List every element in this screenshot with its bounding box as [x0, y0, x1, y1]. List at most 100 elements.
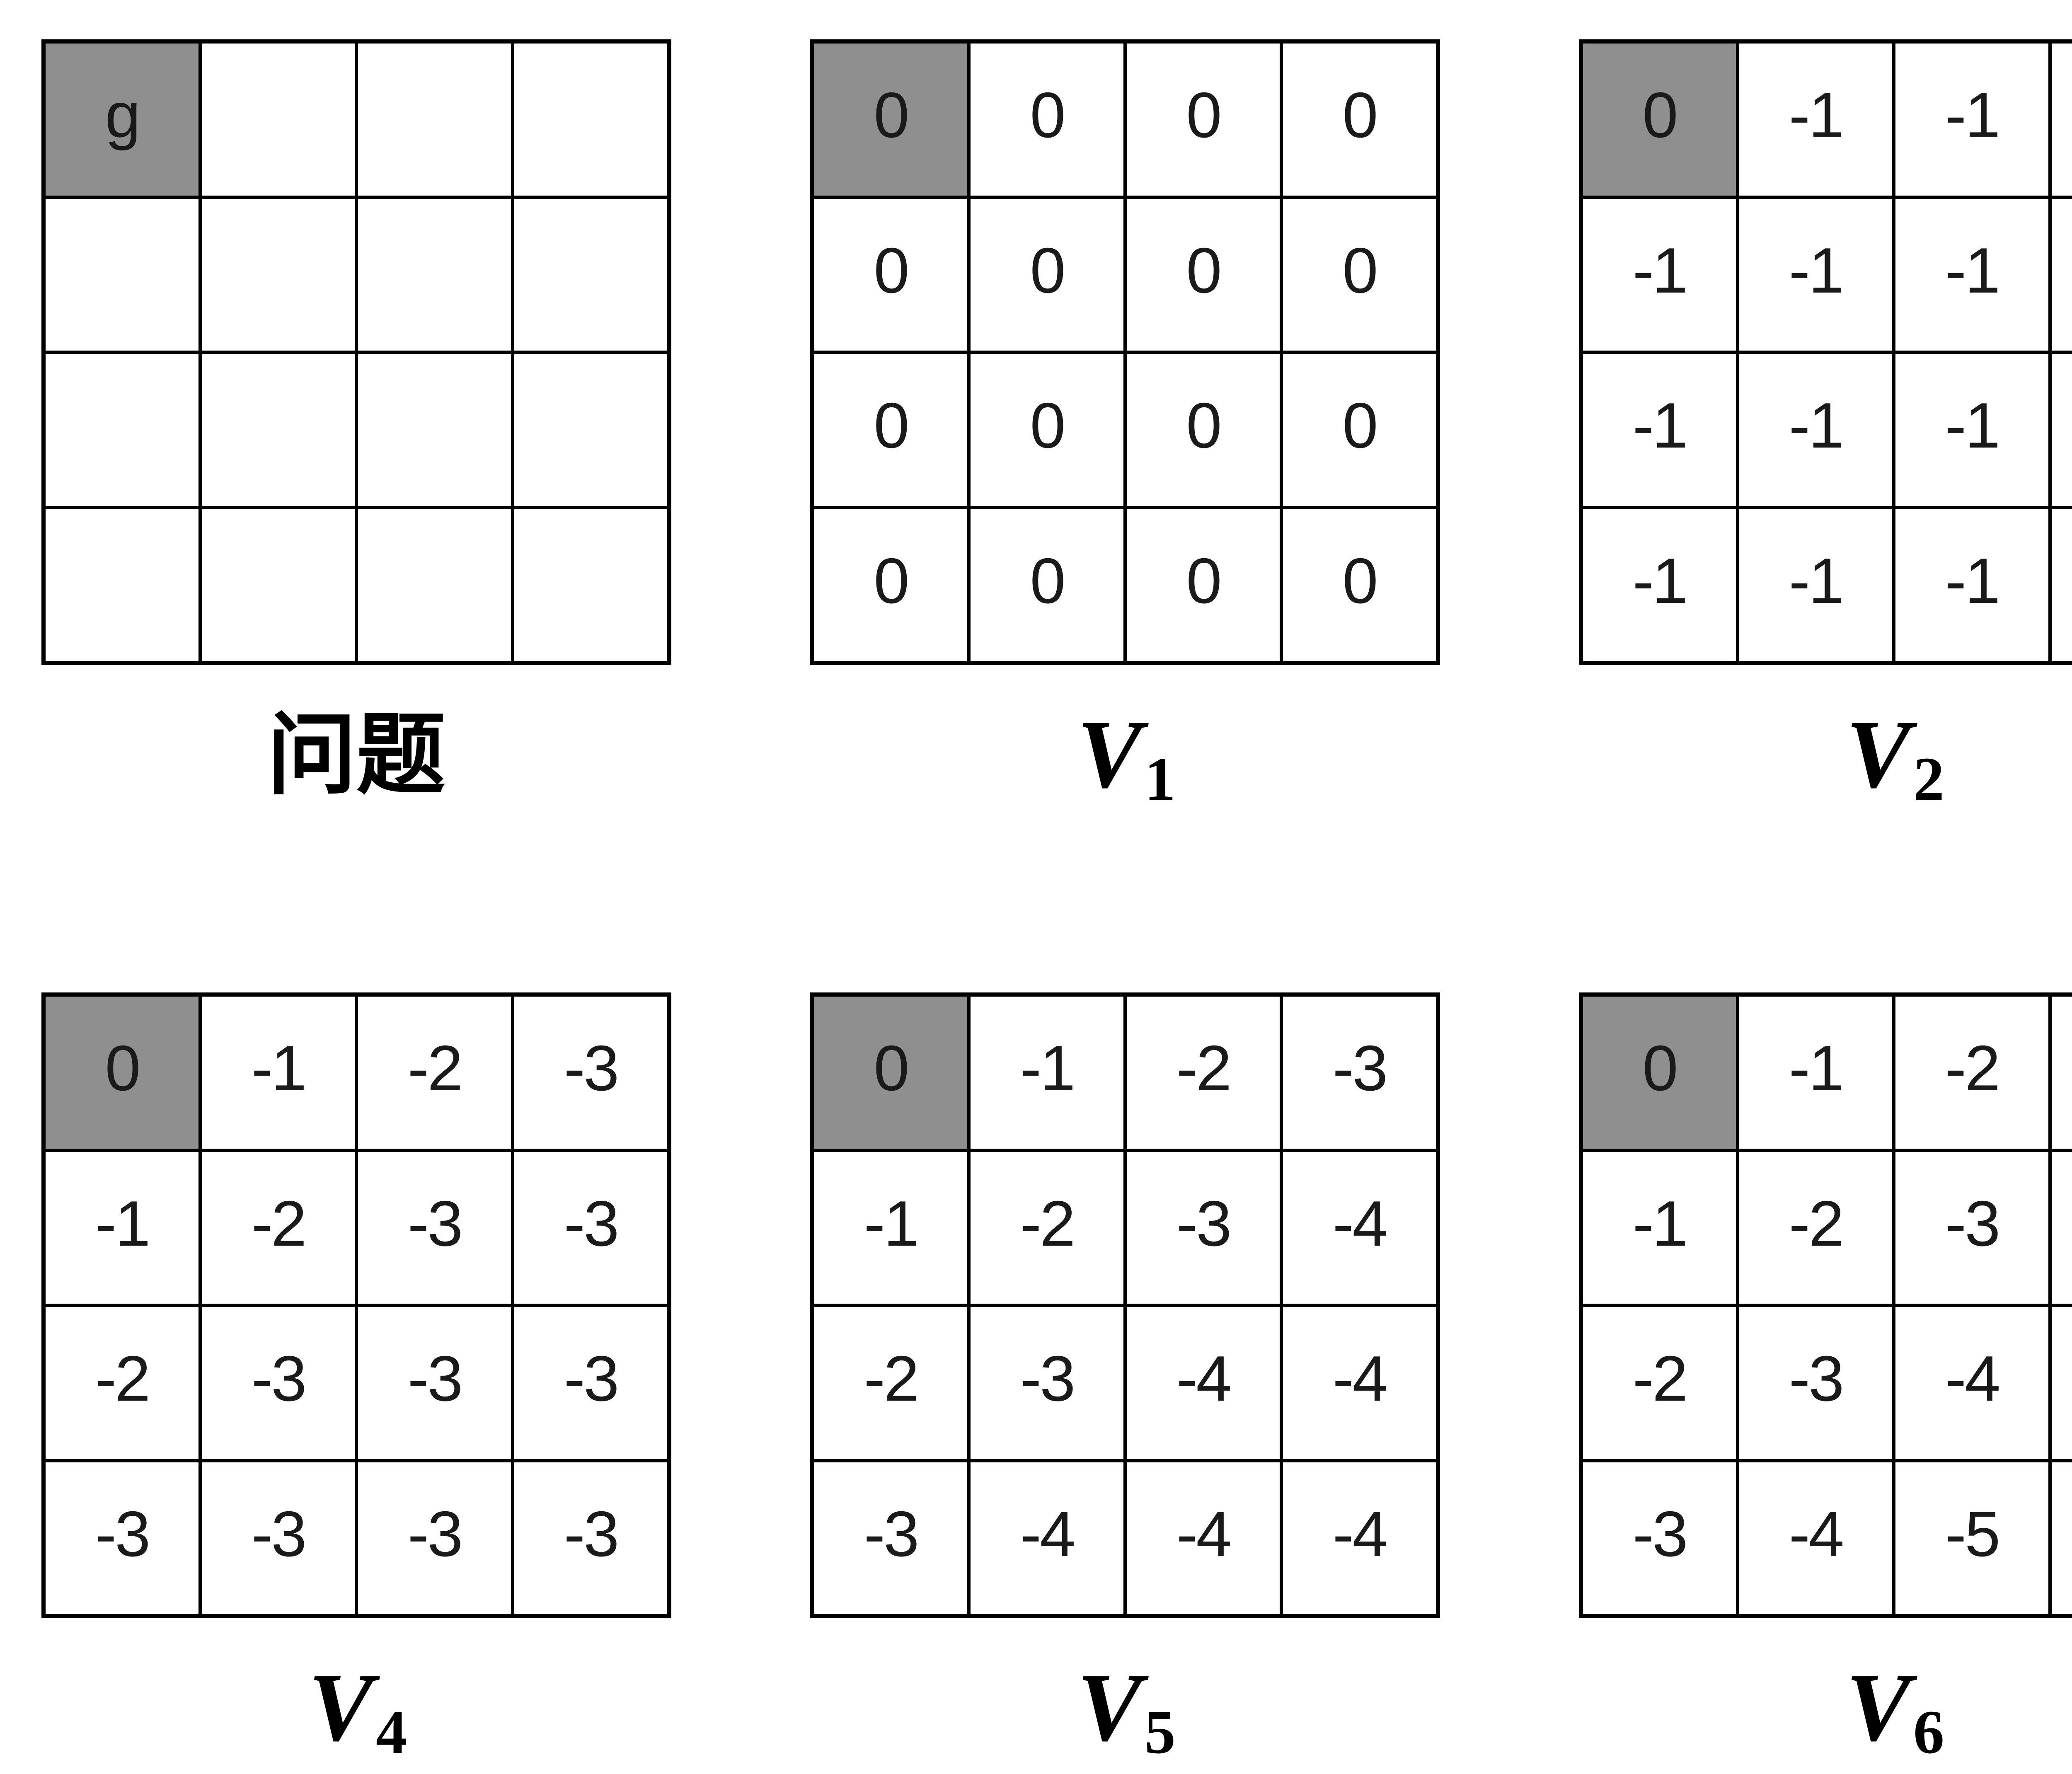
grid-cell: -2 [46, 1307, 198, 1459]
grid-cell: -3 [358, 1307, 511, 1459]
grid-block-problem: g 问题 [41, 39, 671, 814]
cell-value: -2 [251, 1187, 307, 1259]
cell-value: g [105, 79, 140, 151]
cell-value: -3 [407, 1343, 463, 1415]
grid-cell: -2 [358, 997, 511, 1149]
cell-value: -1 [95, 1187, 151, 1259]
cell-value: -1 [1789, 234, 1844, 306]
grid-cell: -1 [1895, 509, 2048, 661]
cell-value: 0 [874, 390, 909, 462]
cell-value: -1 [1632, 390, 1688, 462]
v5-grid: 0-1-2-3-1-2-3-4-2-3-4-4-3-4-4-4 [810, 992, 1440, 1618]
grid-cell: -1 [1895, 198, 2048, 351]
grid-cell: -3 [971, 1307, 1123, 1459]
grid-cell: -3 [2052, 997, 2072, 1149]
grid-cell: 0 [814, 198, 967, 351]
grid-cell: -1 [1583, 198, 1736, 351]
grid-cell: -4 [1127, 1462, 1280, 1614]
cell-value: -3 [564, 1032, 620, 1104]
cell-value: 0 [1186, 79, 1222, 151]
goal-cell: 0 [1583, 44, 1736, 196]
grid-cell [514, 44, 667, 196]
cell-value: 0 [1642, 79, 1678, 151]
label-subscript: 2 [1913, 745, 1944, 813]
cell-value: 0 [1186, 234, 1222, 306]
grid-cell [46, 509, 198, 661]
grid-cell [46, 198, 198, 351]
cell-value: 0 [1030, 79, 1065, 151]
grid-cell: -2 [1739, 1152, 1892, 1304]
cell-value: -2 [1789, 1187, 1844, 1259]
cell-value: -1 [1945, 545, 2001, 617]
grid-cell: -2 [1127, 997, 1280, 1149]
cell-value: 0 [1342, 79, 1378, 151]
grid-cell: -1 [2052, 354, 2072, 506]
cell-value: 0 [1030, 390, 1065, 462]
grid-cell: -5 [1895, 1462, 2048, 1614]
cell-value: -3 [407, 1187, 463, 1259]
grid-cell: -2 [1583, 1307, 1736, 1459]
cell-value: 0 [1186, 390, 1222, 462]
grid-cell: 0 [1283, 44, 1436, 196]
grid-cell: -3 [514, 997, 667, 1149]
cell-value: -2 [1632, 1343, 1688, 1415]
cell-value: -1 [1789, 545, 1844, 617]
grid-cell: -1 [1739, 354, 1892, 506]
grid-cell: -1 [1739, 44, 1892, 196]
grid-cell: -5 [2052, 1307, 2072, 1459]
grid-cell: 0 [971, 509, 1123, 661]
cell-value: -4 [1789, 1498, 1844, 1570]
problem-grid-label: 问题 [267, 702, 445, 807]
grid-cell: -3 [814, 1462, 967, 1614]
grid-cell: 0 [1127, 509, 1280, 661]
cell-value: -3 [1632, 1498, 1688, 1570]
cell-value: 0 [1642, 1032, 1678, 1104]
cell-value: -1 [1632, 1187, 1688, 1259]
cell-value: -1 [1789, 79, 1844, 151]
cell-value: -4 [1332, 1498, 1388, 1570]
grid-cell: -1 [814, 1152, 967, 1304]
cell-value: -3 [251, 1498, 307, 1570]
goal-cell: 0 [814, 997, 967, 1149]
grid-cell: -1 [1739, 198, 1892, 351]
v4-grid: 0-1-2-3-1-2-3-3-2-3-3-3-3-3-3-3 [41, 992, 671, 1618]
cell-value: 0 [1186, 545, 1222, 617]
label-subscript: 1 [1144, 745, 1176, 813]
grid-cell: -1 [1895, 44, 2048, 196]
grid-cell: -4 [1895, 1307, 2048, 1459]
cell-value: -1 [1789, 1032, 1844, 1104]
cell-value: -4 [1332, 1343, 1388, 1415]
cell-value: -3 [1332, 1032, 1388, 1104]
cell-value: -5 [1945, 1498, 2001, 1570]
grid-cell: -1 [1895, 354, 2048, 506]
label-symbol: V [1077, 700, 1142, 808]
cell-value: -3 [564, 1187, 620, 1259]
cell-value: -3 [407, 1498, 463, 1570]
cell-value: -1 [1789, 390, 1844, 462]
grid-cell: -3 [202, 1307, 355, 1459]
cell-value: -1 [1632, 545, 1688, 617]
cell-value: 0 [105, 1032, 140, 1104]
cell-value: -4 [1332, 1187, 1388, 1259]
grid-cell: -1 [2052, 44, 2072, 196]
cell-value: -1 [1945, 234, 2001, 306]
grid-cell [358, 354, 511, 506]
cell-value: -1 [864, 1187, 920, 1259]
grid-cell [358, 44, 511, 196]
grid-cell [358, 509, 511, 661]
grid-cell: -3 [1127, 1152, 1280, 1304]
grid-cell: 0 [971, 354, 1123, 506]
grid-cell [46, 354, 198, 506]
grid-cell [358, 198, 511, 351]
cell-value: -2 [1945, 1032, 2001, 1104]
grid-cell [202, 509, 355, 661]
grid-cell: -3 [1739, 1307, 1892, 1459]
label-subscript: 6 [1913, 1698, 1944, 1767]
cell-value: -2 [864, 1343, 920, 1415]
cell-value: -3 [1789, 1343, 1844, 1415]
